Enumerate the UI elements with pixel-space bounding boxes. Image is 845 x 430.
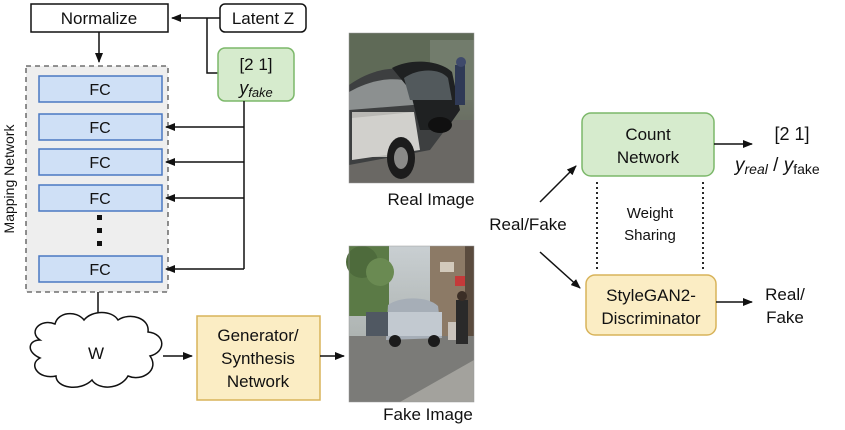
arrow-to-count-network [539,165,577,203]
fake-image [346,245,475,403]
disc-output-line2: Fake [766,308,804,327]
w-cloud-shape [29,311,163,388]
w-label: W [88,344,104,363]
normalize-label: Normalize [61,9,138,28]
real-fake-label: Real/Fake [489,215,566,234]
latent-z-box: Latent Z [219,3,307,33]
generator-line3: Network [227,372,290,391]
real-image-caption: Real Image [388,190,475,209]
fc-layer-label: FC [89,155,110,172]
fc-layer: FC [38,148,163,176]
w-cloud: W [29,311,163,388]
generator-line2: Synthesis [221,349,295,368]
normalize-box: Normalize [30,3,169,33]
fc-layer-label: FC [89,262,110,279]
fc-layer: FC [38,75,163,103]
fake-label-rect [217,47,295,102]
real-image [348,32,475,184]
count-output-symbol: yreal / yfake [733,155,820,177]
mapping-network-title: Mapping Network [1,124,17,234]
mapping-network-container [25,65,169,293]
discriminator-rect [585,274,717,336]
fake-image-caption: Fake Image [383,405,473,424]
fake-label-symbol: yfake [237,78,273,100]
connector-latent-to-label [206,18,218,74]
generator-line1: Generator/ [217,326,299,345]
weight-sharing-line1: Weight [627,205,674,222]
discriminator-line1: StyleGAN2- [606,286,696,305]
fake-label-box: [2 1] yfake [217,47,295,102]
count-network-line2: Network [617,148,680,167]
arrow-to-discriminator [539,251,581,289]
ellipsis-dots [97,215,102,246]
weight-sharing-line2: Sharing [624,227,676,244]
discriminator-line2: Discriminator [601,309,701,328]
discriminator-box: StyleGAN2- Discriminator [585,274,717,336]
fc-layer: FC [38,113,163,141]
fc-layer-label: FC [89,82,110,99]
count-network-line1: Count [625,125,671,144]
disc-output-line1: Real/ [765,285,805,304]
count-output-vector: [2 1] [774,124,809,144]
fc-layer-label: FC [89,120,110,137]
generator-rect [196,315,321,401]
fc-layer: FC [38,255,163,283]
count-network-box: Count Network [581,112,715,177]
fc-layer-label: FC [89,191,110,208]
generator-box: Generator/ Synthesis Network [196,315,321,401]
fake-label-vector: [2 1] [239,55,272,74]
latent-z-label: Latent Z [232,9,294,28]
fc-layer: FC [38,184,163,212]
